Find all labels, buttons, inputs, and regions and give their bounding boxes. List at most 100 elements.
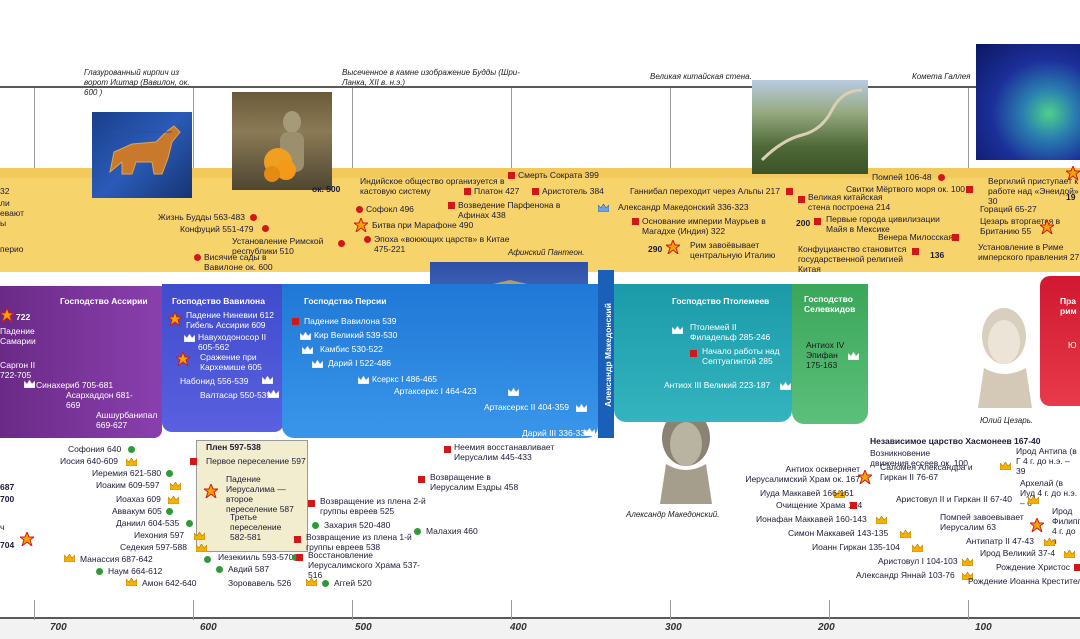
battle-icon — [1030, 518, 1044, 532]
judah-item: Зоровавель 526 — [228, 578, 292, 588]
event-text: Основание империи Маурьев в Магадхе (Инд… — [642, 216, 766, 236]
judah-item: Ирод Филипп 4 г. до н — [1052, 506, 1080, 546]
babylon-item: Сражение при Кархемише 605 — [200, 352, 262, 372]
battle-icon — [176, 352, 190, 366]
rome-item: Ю — [1068, 340, 1077, 350]
red-dot-marker — [194, 254, 201, 261]
judah-item: Возвращение из плена 2-й группы евреев 5… — [320, 496, 426, 516]
crown-icon — [126, 458, 137, 466]
green-dot-marker — [322, 580, 329, 587]
crown-icon — [312, 360, 323, 368]
grid-line-b2 — [193, 600, 194, 620]
assyria-item: Падение Самарии — [0, 326, 36, 346]
judah-item: Захария 520-480 — [324, 520, 391, 530]
axis-tick-label: 200 — [818, 622, 835, 633]
judah-item: Рождение Иоанна Крестител — [968, 576, 1080, 586]
persia-item: Падение Вавилона 539 — [304, 316, 397, 326]
green-dot-marker — [128, 446, 135, 453]
judah-item: Даниил 604-535 — [116, 518, 180, 528]
grid-line-b6 — [829, 600, 830, 620]
axis-tick-label: 600 — [200, 622, 217, 633]
judah-item: Симон Маккавей 143-135 — [788, 528, 889, 538]
judah-item: Иезекииль 593-570 — [218, 552, 294, 562]
green-dot-marker — [96, 568, 103, 575]
judah-item: Возникновение движения ессеев ок. 100 — [870, 448, 968, 468]
event-text: Конфуций 551-479 — [180, 224, 254, 234]
caption-comet: Комета Галлея — [912, 72, 971, 81]
event-text: Великая китайская стена построена 214 — [808, 192, 891, 212]
left-edge-text: 704 — [0, 540, 15, 550]
red-square-marker — [952, 234, 959, 241]
ptolemy-item: Начало работы над Септуагинтой 285 — [702, 346, 780, 366]
ishtar-brick-photo — [92, 112, 192, 198]
battle-icon — [1040, 220, 1054, 234]
red-square-marker — [966, 186, 973, 193]
caption-alexander: Александр Македонский. — [626, 510, 720, 519]
grid-line-650 — [34, 88, 35, 168]
persia-item: Артаксеркс I 464-423 — [394, 386, 477, 396]
ptolemies-band — [614, 284, 792, 422]
captivity-title: Плен 597-538 — [206, 442, 261, 452]
event-text: 19 — [1066, 192, 1076, 202]
left-edge-text: ли — [0, 198, 10, 208]
battle-icon — [204, 484, 218, 498]
battle-icon — [354, 218, 368, 232]
battle-icon — [1066, 166, 1080, 180]
left-edge-text: 32 — [0, 186, 10, 196]
red-square-marker — [814, 218, 821, 225]
green-dot-marker — [312, 522, 319, 529]
event-text: Установление Римской республики 510 — [232, 236, 324, 256]
axis-tick-label: 700 — [50, 622, 67, 633]
grid-line-450 — [352, 88, 353, 168]
crown-icon — [1064, 550, 1075, 558]
judah-item: Ионафан Маккавей 160-143 — [756, 514, 867, 524]
caption-caesar: Юлий Цезарь. — [980, 416, 1034, 425]
assyria-item: Саргон II 722-705 — [0, 360, 36, 380]
event-text: Аристотель 384 — [542, 186, 604, 196]
event-text: 136 — [930, 250, 945, 260]
caption-buddha: Высеченное в камне изображение Будды (Шр… — [342, 68, 520, 87]
judah-item: Иуда Маккавей 166-161 — [760, 488, 854, 498]
left-edge-text: евают — [0, 208, 24, 218]
event-text: Ганнибал переходит через Альпы 217 — [630, 186, 780, 196]
crown-icon — [1000, 462, 1011, 470]
red-dot-marker — [250, 214, 257, 221]
caption-wall: Великая китайская стена. — [650, 72, 752, 81]
judah-item: Наум 664-612 — [108, 566, 163, 576]
persia-item: Дарий I 522-486 — [328, 358, 391, 368]
crown-icon — [876, 516, 887, 524]
assyria-item: Асархаддон 681-669 — [66, 390, 133, 410]
persia-header: Господство Персии — [304, 296, 387, 306]
judah-item: Саломея Александра и Гиркан II 76-67 — [880, 462, 973, 482]
green-dot-marker — [204, 556, 211, 563]
red-dot-marker — [262, 225, 269, 232]
red-dot-marker — [938, 174, 945, 181]
judah-item: Малахия 460 — [426, 526, 478, 536]
axis-tick-label: 100 — [975, 622, 992, 633]
crown-icon — [576, 404, 587, 412]
grid-line-b7 — [968, 600, 969, 620]
judah-item: Иоанн Гиркан 135-104 — [812, 542, 900, 552]
crown-icon — [962, 572, 973, 580]
crown-icon — [306, 578, 317, 586]
babylon-header: Господство Вавилона — [172, 296, 265, 306]
green-dot-marker — [166, 470, 173, 477]
event-text: Смерть Сократа 399 — [518, 170, 599, 180]
babylon-item: Валтасар 550-539 — [200, 390, 272, 400]
battle-icon — [168, 312, 182, 326]
red-dot-marker — [356, 206, 363, 213]
axis-tick-label: 300 — [665, 622, 682, 633]
crown-icon — [302, 346, 313, 354]
judah-item: Аввакум 605 — [112, 506, 162, 516]
red-square-marker — [464, 188, 471, 195]
event-text: Гораций 65-27 — [980, 204, 1037, 214]
persia-item: Дарий III 336-331 — [522, 428, 590, 438]
captivity-item: Падение Иерусалима — второе переселение … — [226, 474, 294, 514]
crown-icon — [962, 558, 973, 566]
left-edge-text: ч — [0, 522, 5, 532]
crown-icon — [358, 376, 369, 384]
judah-item: Возвращение в Иерусалим Ездры 458 — [430, 472, 519, 492]
red-square-marker — [532, 188, 539, 195]
axis-tick-label: 500 — [355, 622, 372, 633]
event-text: 290 — [648, 244, 663, 254]
